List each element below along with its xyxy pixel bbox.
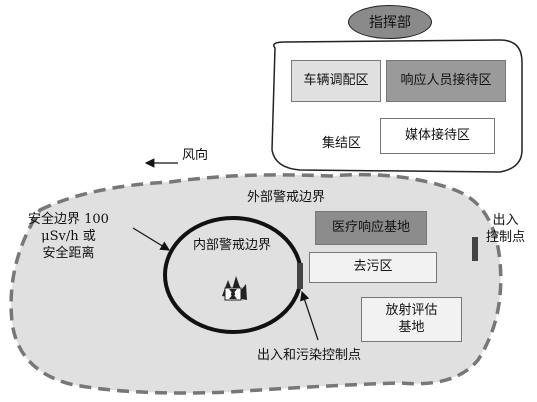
contamination-control-point-label: 出入和污染控制点: [257, 348, 362, 363]
headquarters-label: 指挥部: [369, 15, 411, 31]
radiation-assessment-base: 放射评估 基地: [361, 297, 462, 342]
outer-cordon-label: 外部警戒边界: [247, 190, 326, 205]
inner-cordon-label: 内部警戒边界: [193, 238, 272, 253]
decontamination-zone: 去污区: [309, 252, 437, 283]
inner-cordon-circle: [163, 216, 303, 334]
personnel-reception-zone: 响应人员接待区: [386, 60, 506, 102]
wind-direction-label: 风向: [182, 148, 209, 163]
radiation-source-icon: [222, 276, 247, 301]
personnel-reception-label: 响应人员接待区: [400, 72, 492, 88]
outer-access-point-label: 出入 控制点: [486, 213, 525, 247]
medical-response-base: 医疗响应基地: [315, 211, 427, 245]
staging-area-label: 集结区: [322, 136, 362, 151]
safety-boundary-line-2: μSv/h 或: [41, 228, 96, 244]
vehicle-dispatch-label: 车辆调配区: [303, 72, 369, 88]
medical-response-label: 医疗响应基地: [331, 219, 410, 235]
radiation-assessment-line-2: 基地: [398, 319, 425, 335]
outer-access-point-line-2: 控制点: [486, 229, 526, 245]
safety-boundary-line-1: 安全边界 100: [28, 212, 109, 227]
headquarters-node: 指挥部: [348, 5, 432, 39]
access-point-leader: [300, 290, 319, 341]
radiation-assessment-line-1: 放射评估: [385, 303, 438, 319]
safety-boundary-leader: [132, 227, 171, 251]
vehicle-dispatch-zone: 车辆调配区: [291, 60, 381, 102]
decontamination-label: 去污区: [353, 259, 393, 275]
media-reception-zone: 媒体接待区: [380, 118, 495, 154]
media-reception-label: 媒体接待区: [404, 127, 470, 143]
safety-boundary-label: 安全边界 100 μSv/h 或 安全距离: [28, 212, 109, 263]
outer-access-point-marker: [472, 237, 478, 261]
outer-access-point-line-1: 出入: [492, 213, 519, 228]
inner-access-point-marker: [297, 263, 303, 289]
safety-boundary-line-3: 安全距离: [42, 245, 95, 261]
